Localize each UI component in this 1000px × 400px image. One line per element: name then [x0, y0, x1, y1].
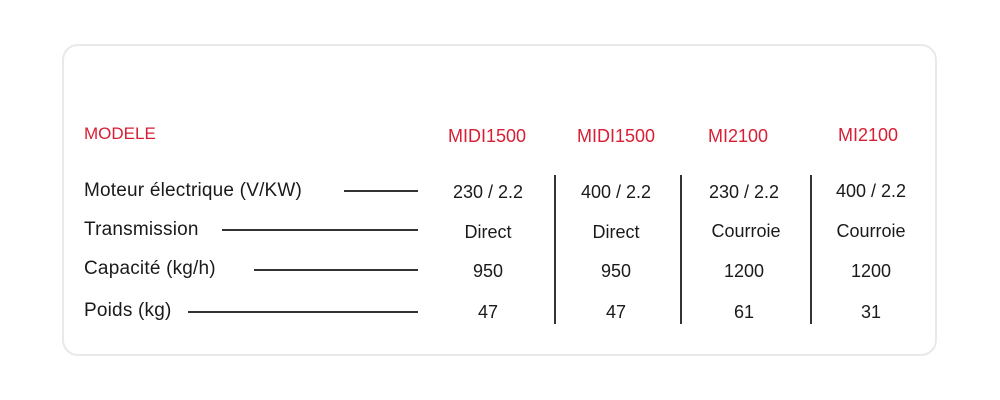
row-label-motor: Moteur électrique (V/KW)	[84, 180, 303, 201]
row-label-transmission: Transmission	[84, 219, 199, 240]
row-label-weight: Poids (kg)	[84, 300, 172, 321]
leader-line-transmission	[222, 229, 418, 231]
leader-line-weight	[188, 311, 418, 313]
cell-capacity-1: 950	[472, 261, 504, 281]
cell-weight-3: 61	[733, 302, 755, 322]
cell-weight-2: 47	[605, 302, 627, 322]
cell-weight-4: 31	[860, 302, 882, 322]
cell-transmission-4: Courroie	[836, 221, 906, 241]
column-divider-1	[554, 175, 556, 324]
cell-motor-4: 400 / 2.2	[835, 181, 907, 201]
cell-capacity-3: 1200	[723, 261, 765, 281]
cell-motor-3: 230 / 2.2	[708, 182, 780, 202]
model-header-3: MI2100	[707, 126, 769, 146]
cell-capacity-4: 1200	[850, 261, 892, 281]
model-header-2: MIDI1500	[576, 126, 656, 146]
row-label-capacity: Capacité (kg/h)	[84, 258, 216, 279]
leader-line-capacity	[254, 269, 418, 271]
column-divider-2	[680, 175, 682, 324]
cell-transmission-2: Direct	[592, 222, 640, 242]
column-divider-3	[810, 175, 812, 324]
cell-capacity-2: 950	[600, 261, 632, 281]
cell-motor-2: 400 / 2.2	[580, 182, 652, 202]
header-label: MODELE	[84, 124, 156, 143]
cell-weight-1: 47	[477, 302, 499, 322]
cell-transmission-3: Courroie	[711, 221, 781, 241]
cell-transmission-1: Direct	[464, 222, 512, 242]
model-header-1: MIDI1500	[447, 126, 527, 146]
cell-motor-1: 230 / 2.2	[452, 182, 524, 202]
spec-card	[62, 44, 937, 356]
leader-line-motor	[344, 190, 418, 192]
model-header-4: MI2100	[837, 125, 899, 145]
